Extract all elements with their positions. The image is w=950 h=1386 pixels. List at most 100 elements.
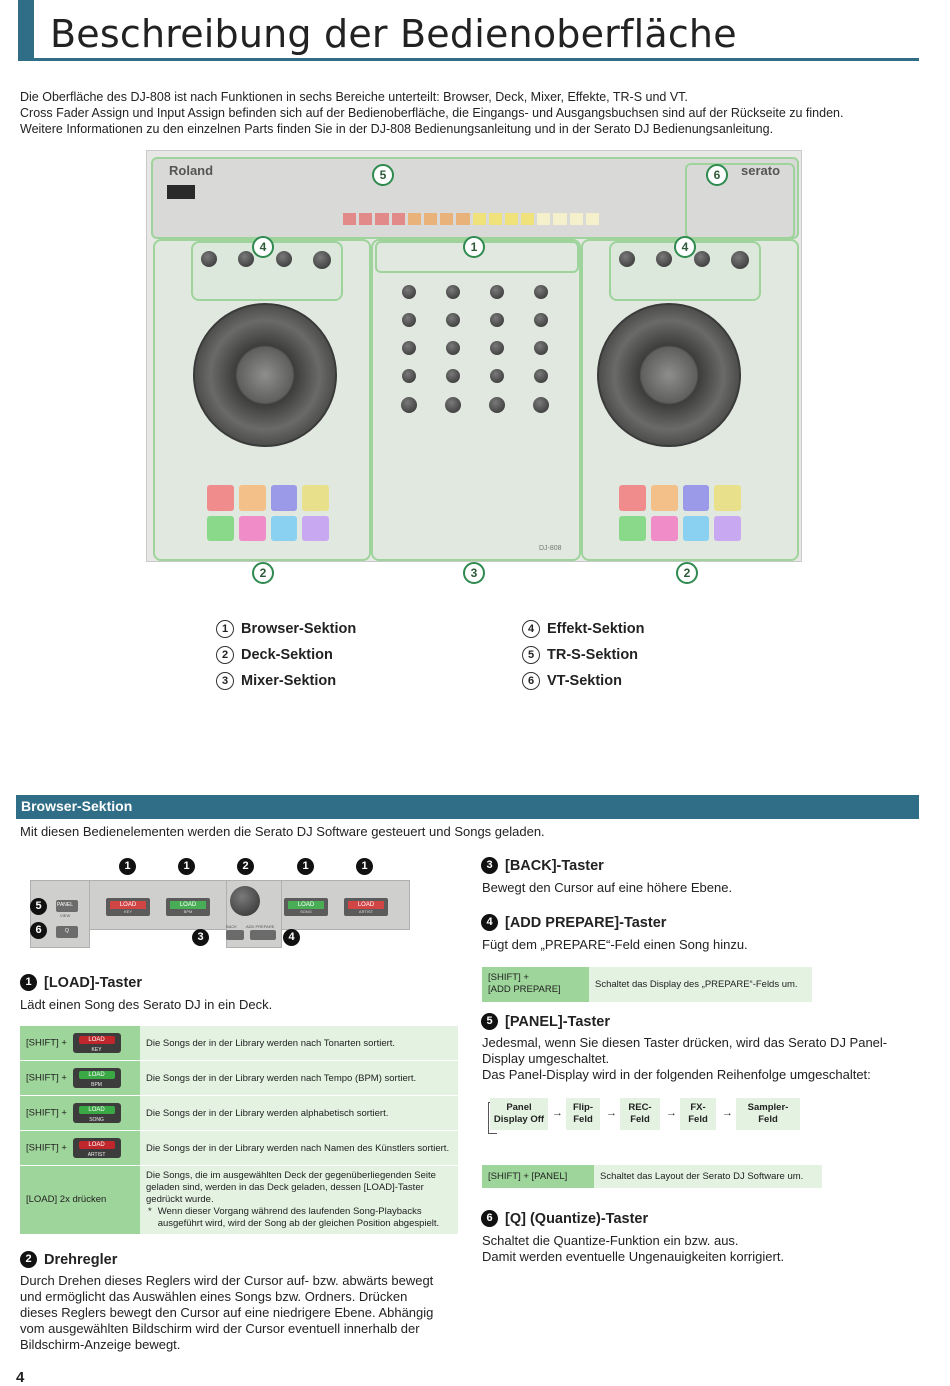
add-prepare-description: Fügt dem „PREPARE“-Feld einen Song hinzu…: [482, 937, 748, 952]
flow-step-line: Feld: [758, 1114, 778, 1125]
vt-frame: [685, 163, 795, 239]
callout-1: 1: [119, 858, 136, 875]
desc-cell: Die Songs der in der Library werden nach…: [140, 1130, 458, 1166]
add-prepare-label-cell: [SHIFT] + [ADD PREPARE]: [482, 966, 589, 1002]
arrow-right-icon: →: [552, 1107, 563, 1119]
load-twice-note: * Wenn dieser Vorgang während des laufen…: [146, 1206, 452, 1230]
display-readout: [167, 185, 195, 199]
q-label: Q: [65, 928, 69, 934]
arrow-right-icon: →: [722, 1107, 733, 1119]
note-mark: *: [148, 1205, 152, 1217]
load-key-icon-sub: KEY: [91, 1047, 102, 1053]
load-bpm-button[interactable]: LOAD BPM: [166, 898, 210, 916]
callout-4-right: 4: [674, 236, 696, 258]
legend-number: 6: [522, 672, 540, 690]
legend-number: 1: [216, 620, 234, 638]
load-heading: 1 [LOAD]-Taster: [20, 974, 142, 991]
heading-text: [Q] (Quantize)-Taster: [505, 1210, 649, 1227]
panel-label: PANEL: [57, 902, 74, 908]
intro-line: Cross Fader Assign und Input Assign befi…: [20, 106, 844, 120]
load-song-icon-sub: SONG: [89, 1117, 104, 1123]
back-button[interactable]: [226, 930, 244, 940]
top-panel: [151, 157, 799, 239]
load-description: Lädt einen Song des Serato DJ in ein Dec…: [20, 997, 273, 1012]
browse-encoder[interactable]: [230, 886, 260, 916]
flow-step-line: Sampler-: [747, 1102, 789, 1113]
legend-number: 3: [216, 672, 234, 690]
title-underline: [18, 58, 919, 61]
quantize-description-line: Schaltet die Quantize-Funktion ein bzw. …: [482, 1233, 739, 1248]
quantize-heading: 6 [Q] (Quantize)-Taster: [481, 1210, 648, 1227]
panel-description: Jedesmal, wenn Sie diesen Taster drücken…: [482, 1035, 920, 1083]
table-row: [SHIFT] + [PANEL] Schaltet das Layout de…: [482, 1164, 822, 1188]
panel-button[interactable]: [56, 900, 78, 912]
load-song-button[interactable]: LOAD SONG: [284, 898, 328, 916]
heading-text: [ADD PREPARE]-Taster: [505, 914, 667, 931]
key-label: KEY: [123, 909, 132, 914]
song-label: SONG: [300, 909, 312, 914]
load-key-text: LOAD: [110, 901, 146, 909]
flow-step-line: Display Off: [493, 1114, 545, 1125]
left-pads: [207, 485, 329, 541]
flow-step: Flip-Feld: [566, 1098, 600, 1130]
load-twice-label: [LOAD] 2x drücken: [20, 1165, 140, 1234]
callout-4-left: 4: [252, 236, 274, 258]
add-prepare-label-line: [SHIFT] +: [488, 972, 529, 984]
load-artist-icon: LOAD ARTIST: [72, 1138, 121, 1158]
table-row: [LOAD] 2x drücken Die Songs, die im ausg…: [20, 1165, 458, 1234]
add-prepare-button[interactable]: [250, 930, 276, 940]
intro-line: Die Oberfläche des DJ-808 ist nach Funkt…: [20, 90, 688, 104]
trs-step-buttons: [343, 213, 599, 225]
dj-808-illustration: Roland serato DJ-808: [146, 150, 802, 562]
desc-cell: Schaltet das Layout der Serato DJ Softwa…: [594, 1164, 822, 1188]
heading-number: 1: [20, 974, 37, 991]
callout-5: 5: [30, 898, 47, 915]
note-text: Wenn dieser Vorgang während des laufende…: [157, 1205, 440, 1229]
load-artist-icon-text: LOAD: [78, 1141, 115, 1149]
shift-label: [SHIFT] +: [26, 1037, 67, 1049]
legend-item: 6 VT-Sektion: [522, 672, 622, 690]
heading-text: [PANEL]-Taster: [505, 1013, 610, 1030]
table-row: [SHIFT] + LOAD ARTIST Die Songs der in de…: [20, 1130, 458, 1166]
add-prepare-heading: 4 [ADD PREPARE]-Taster: [481, 914, 666, 931]
quantize-description: Schaltet die Quantize-Funktion ein bzw. …: [482, 1233, 784, 1265]
callout-2-right: 2: [676, 562, 698, 584]
callout-1: 1: [356, 858, 373, 875]
left-jog-wheel: [193, 303, 337, 447]
q-button[interactable]: [56, 926, 78, 938]
legend-label: Effekt-Sektion: [547, 621, 645, 637]
view-label: VIEW: [60, 913, 71, 918]
quantize-description-line: Damit werden eventuelle Ungenauigkeiten …: [482, 1249, 785, 1264]
page-number: 4: [16, 1369, 25, 1386]
shift-label: [SHIFT] +: [26, 1142, 67, 1154]
load-key-button[interactable]: LOAD KEY: [106, 898, 150, 916]
callout-6: 6: [30, 922, 47, 939]
callout-2-left: 2: [252, 562, 274, 584]
intro-text: Die Oberfläche des DJ-808 ist nach Funkt…: [20, 89, 920, 137]
browser-panel-illustration: PANEL VIEW Q LOAD KEY LOAD BPM BACK ADD …: [30, 880, 410, 948]
callout-1: 1: [297, 858, 314, 875]
arrow-right-icon: →: [666, 1107, 677, 1119]
shift-label: [SHIFT] +: [26, 1072, 67, 1084]
desc-cell: Schaltet das Display des „PREPARE“-Felds…: [589, 966, 812, 1002]
load-twice-cell: Die Songs, die im ausgewählten Deck der …: [140, 1165, 458, 1234]
intro-line: Weitere Informationen zu den einzelnen P…: [20, 122, 774, 136]
heading-text: [BACK]-Taster: [505, 857, 604, 874]
load-artist-icon-sub: ARTIST: [87, 1152, 106, 1158]
title-accent-bar: [18, 0, 34, 58]
heading-number: 6: [481, 1210, 498, 1227]
heading-text: Drehregler: [44, 1251, 118, 1268]
load-artist-button[interactable]: LOAD ARTIST: [344, 898, 388, 916]
mixer-knob-column: [387, 285, 563, 415]
callout-3: 3: [192, 929, 209, 946]
legend-number: 2: [216, 646, 234, 664]
dj-808-model-label: DJ-808: [539, 545, 562, 552]
legend-item: 3 Mixer-Sektion: [216, 672, 336, 690]
section-header: Browser-Sektion: [16, 795, 919, 818]
shift-label: [SHIFT] +: [26, 1107, 67, 1119]
